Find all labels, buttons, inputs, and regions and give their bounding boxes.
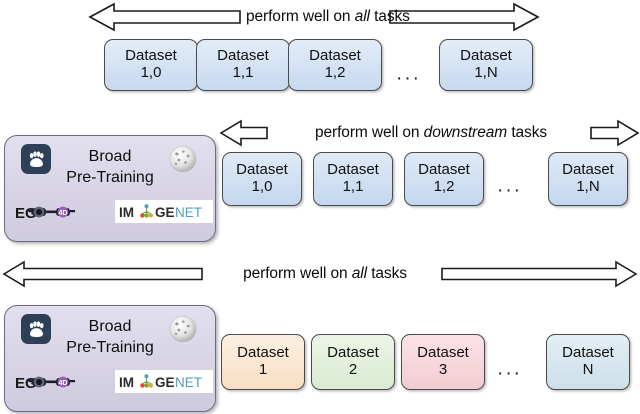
row2-dataset-2-line1: Dataset (418, 161, 470, 179)
row1-dataset-0-line1: Dataset (125, 47, 177, 65)
row1-dataset-0-line2: 1,0 (140, 64, 162, 81)
row2-dataset-box-1[interactable]: Dataset 1,1 (313, 152, 393, 206)
ego4d-logo: EG 4D (15, 371, 107, 392)
row1-dataset-1-line2: 1,1 (232, 64, 254, 81)
imagenet-logo: IM GE NET (115, 370, 213, 393)
row3-dataset-2-line2: 3 (438, 361, 448, 378)
ego4d-icon: EG 4D (15, 205, 75, 222)
row3-dataset-0-line2: 1 (258, 361, 268, 378)
svg-text:NET: NET (175, 205, 202, 220)
svg-text:EG: EG (15, 375, 37, 392)
row1-bidirectional-arrow-icon (88, 2, 540, 32)
row3-pretraining-line1: Broad (88, 318, 132, 335)
row3-arrow-label-suffix: tasks (367, 265, 407, 282)
row2-dataset-box-3[interactable]: Dataset 1,N (548, 152, 628, 206)
row2-dataset-0-line1: Dataset (236, 161, 288, 179)
row2-ellipsis: ··· (497, 180, 522, 201)
row3-arrow-label: perform well on all tasks (208, 265, 442, 283)
row2-dataset-3-line2: 1,N (576, 178, 600, 195)
row3-pretraining-line2: Pre-Training (66, 338, 154, 356)
row3-dataset-box-3[interactable]: Dataset N (546, 334, 630, 390)
row1-arrow-label-emphasis: all (354, 8, 370, 25)
row2-pretraining-line2: Pre-Training (66, 168, 154, 186)
paw-icon (29, 150, 43, 167)
row3-dataset-box-0[interactable]: Dataset 1 (221, 334, 305, 390)
row2-dataset-0-line2: 1,0 (251, 178, 273, 195)
row3-dataset-1-line1: Dataset (327, 344, 379, 362)
ego4d-icon: EG 4D (15, 375, 75, 392)
wikipedia-globe-logo (168, 144, 198, 174)
ego4d-logo: EG 4D (15, 201, 107, 222)
row2-pretraining-box[interactable]: Broad Pre-Training EG 4D IM (4, 135, 216, 242)
row1-dataset-2-line2: 1,2 (324, 64, 346, 81)
row3-dataset-3-line2: N (582, 361, 594, 378)
row1-dataset-3-line2: 1,N (474, 64, 498, 81)
row2-arrow-band: perform well on downstream tasks (219, 118, 640, 148)
wikipedia-globe-icon (169, 315, 197, 343)
svg-text:NET: NET (175, 375, 202, 390)
row1-dataset-box-1[interactable]: Dataset 1,1 (196, 39, 290, 91)
imagenet-logo: IM GE NET (115, 200, 213, 223)
row1-dataset-box-2[interactable]: Dataset 1,2 (288, 39, 382, 91)
row1-dataset-1-line1: Dataset (217, 47, 269, 65)
wikipedia-globe-logo (168, 314, 198, 344)
row3-dataset-1-line2: 2 (348, 361, 358, 378)
row1-arrow-label-suffix: tasks (369, 8, 410, 25)
row3-dataset-box-2[interactable]: Dataset 3 (401, 334, 485, 390)
svg-text:4D: 4D (59, 380, 68, 387)
row3-arrow-band: perform well on all tasks (2, 259, 638, 289)
row3-arrow-label-emphasis: all (351, 265, 367, 282)
row1-dataset-box-3[interactable]: Dataset 1,N (439, 39, 533, 91)
row3-pretraining-title: Broad Pre-Training (5, 318, 215, 357)
row2-arrow-label-suffix: tasks (507, 124, 547, 141)
svg-text:EG: EG (15, 205, 37, 222)
wikipedia-globe-icon (169, 145, 197, 173)
row2-arrow-label-emphasis: downstream (423, 124, 508, 141)
paw-logo (21, 144, 51, 174)
row3-pretraining-box[interactable]: Broad Pre-Training EG 4D IM (4, 305, 216, 412)
svg-text:4D: 4D (59, 210, 68, 217)
row1-arrow-band: perform well on all tasks (88, 2, 540, 32)
row2-arrow-label: perform well on downstream tasks (273, 124, 589, 142)
row3-ellipsis: ··· (497, 363, 522, 384)
paw-logo (21, 314, 51, 344)
row2-dataset-1-line2: 1,1 (342, 178, 364, 195)
svg-text:GE: GE (155, 205, 175, 220)
row1-ellipsis: ··· (396, 68, 421, 89)
row1-dataset-3-line1: Dataset (460, 47, 512, 65)
row3-bidirectional-arrow-icon (2, 260, 638, 288)
row2-pretraining-title: Broad Pre-Training (5, 148, 215, 187)
svg-text:IM: IM (119, 205, 134, 220)
row3-dataset-2-line1: Dataset (417, 344, 469, 362)
paw-icon (29, 320, 43, 337)
row1-dataset-2-line1: Dataset (309, 47, 361, 65)
row1-dataset-box-0[interactable]: Dataset 1,0 (104, 39, 198, 91)
row2-dataset-box-2[interactable]: Dataset 1,2 (404, 152, 484, 206)
row3-dataset-box-1[interactable]: Dataset 2 (311, 334, 395, 390)
row1-arrow-label-prefix: perform well on (246, 8, 355, 25)
row3-arrow-label-prefix: perform well on (243, 265, 352, 282)
row3-dataset-3-line1: Dataset (562, 344, 614, 362)
row2-dataset-2-line2: 1,2 (433, 178, 455, 195)
row2-dataset-box-0[interactable]: Dataset 1,0 (222, 152, 302, 206)
row1-arrow-label: perform well on all tasks (246, 8, 410, 26)
row2-dataset-1-line1: Dataset (327, 161, 379, 179)
svg-text:IM: IM (119, 375, 134, 390)
imagenet-icon: IM GE NET (119, 373, 202, 390)
row2-arrow-label-prefix: perform well on (315, 124, 424, 141)
row2-pretraining-line1: Broad (88, 148, 132, 165)
row3-dataset-0-line1: Dataset (237, 344, 289, 362)
svg-text:GE: GE (155, 375, 175, 390)
row2-bidirectional-arrow-icon (219, 119, 640, 147)
imagenet-icon: IM GE NET (119, 203, 202, 220)
row2-dataset-3-line1: Dataset (562, 161, 614, 179)
